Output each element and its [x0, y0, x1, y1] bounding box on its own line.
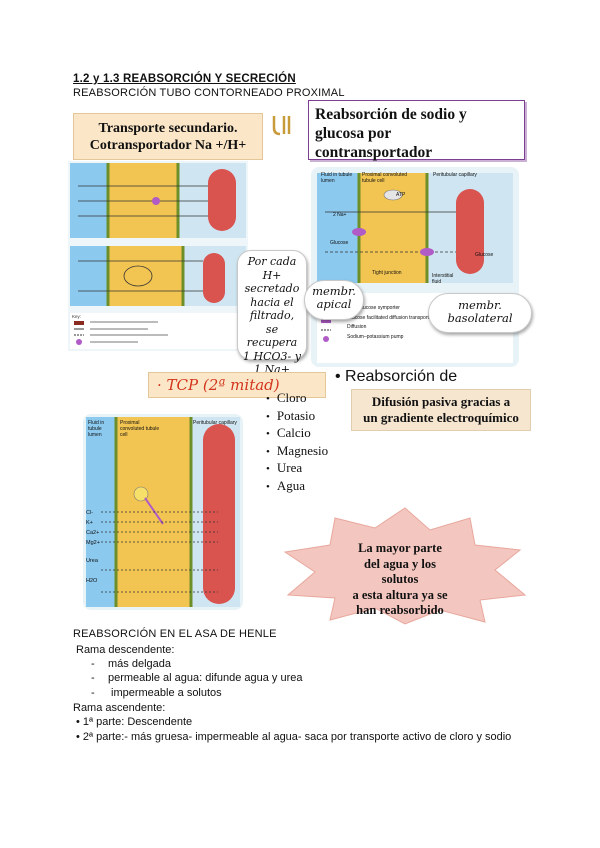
- reabsorcion-de-title: • Reabsorción de: [335, 368, 458, 385]
- reab-line1: Reabsorción de sodio y: [315, 106, 467, 123]
- list-item: impermeable a solutos: [111, 687, 222, 699]
- decorative-glyph-icon: [272, 116, 291, 136]
- tcp-proximal-label: Proximal convoluted tubule cell: [120, 420, 160, 438]
- section-heading: 1.2 y 1.3 REABSORCIÓN Y SECRECIÓN: [73, 73, 296, 85]
- legend-item: Glucose facilitated diffusion transporte…: [347, 314, 434, 321]
- note-line: filtrado,: [249, 309, 295, 322]
- star-line: a esta altura ya se: [352, 587, 448, 602]
- symporter-legend: Na+–glucose symporter Glucose facilitate…: [347, 304, 433, 342]
- peritubular-label: Peritubular capillary: [433, 172, 477, 178]
- glucose-left-label: Glucose: [330, 240, 349, 246]
- star-line: han reabsorbido: [356, 603, 444, 617]
- proximal-cell-label: Proximal convoluted tubule cell: [362, 172, 408, 184]
- transporte-line1: Transporte secundario.: [98, 121, 238, 136]
- tcp-label: · TCP (2ª mitad): [148, 372, 326, 398]
- list-item: Agua: [266, 478, 328, 496]
- note-line: Por cada: [247, 255, 297, 268]
- tcp-peritubular-label: Peritubular capillary: [193, 420, 237, 426]
- tight-junction-label: Tight junction: [372, 270, 402, 276]
- note-line: H+: [262, 268, 282, 282]
- interstitial-label: Interstitial fluid: [432, 273, 454, 285]
- note-line: apical: [316, 297, 352, 311]
- reab-line3: contransportador: [315, 144, 433, 161]
- list-item: • 1ª parte: Descendente: [76, 716, 193, 728]
- rama-ascendente-title: Rama ascendente:: [73, 702, 166, 714]
- note-line: membr.: [458, 298, 502, 312]
- transporte-line2: Cotransportador Na +/H+: [89, 138, 247, 153]
- ion-label: Cl-: [86, 510, 94, 516]
- ion-label: K+: [86, 520, 93, 526]
- difusion-pasiva-box: Difusión pasiva gracias a un gradiente e…: [351, 389, 531, 431]
- left-diagram-key-label: Key:: [72, 314, 82, 319]
- difusion-line2: un gradiente electroquímico: [363, 410, 519, 425]
- ion-list: Cloro Potasio Calcio Magnesio Urea Agua: [266, 390, 328, 495]
- tcp-fluid-label: Fluid in tubule lumen: [88, 420, 105, 438]
- antiporter-diagram: [68, 161, 248, 351]
- note-line: recupera: [246, 336, 298, 349]
- note-line: hacia el: [250, 295, 294, 309]
- list-item: Calcio: [266, 425, 328, 443]
- star-line: La mayor parte: [358, 541, 442, 555]
- ion-label: H2O: [86, 578, 98, 584]
- rama-descendente-title: Rama descendente:: [76, 644, 175, 656]
- membr-basolateral-note: membr. basolateral: [428, 293, 532, 333]
- ion-label: Ca2+: [86, 530, 100, 536]
- ion-label: Mg2+: [86, 540, 100, 546]
- henle-title: REABSORCIÓN EN EL ASA DE HENLE: [73, 628, 277, 640]
- reab-line2: glucosa por: [315, 125, 392, 142]
- dash-icon: -: [91, 687, 95, 699]
- star-line: solutos: [381, 572, 419, 586]
- reabsorcion-sodio-glucosa-box: Reabsorción de sodio y glucosa por contr…: [308, 100, 525, 161]
- membr-apical-note: membr. apical: [304, 280, 364, 320]
- transporte-secundario-box: Transporte secundario. Cotransportador N…: [73, 113, 263, 160]
- note-line: basolateral: [447, 311, 513, 325]
- list-item: permeable al agua: difunde agua y urea: [108, 672, 303, 684]
- difusion-line1: Difusión pasiva gracias a: [371, 394, 511, 409]
- legend-item: Sodium–potassium pump: [347, 333, 404, 340]
- note-line: se: [265, 322, 279, 336]
- two-na-label: 2 Na+: [333, 212, 347, 218]
- section-subheading: REABSORCIÓN TUBO CONTORNEADO PROXIMAL: [73, 87, 345, 99]
- legend-item: Diffusion: [347, 324, 367, 330]
- star-burst-shape: [283, 507, 527, 625]
- legend-item: Na+–glucose symporter: [347, 305, 400, 311]
- list-item: Urea: [266, 460, 328, 478]
- list-item: Cloro: [266, 390, 328, 408]
- tcp-ion-labels: Cl- K+ Ca2+ Mg2+ Urea H2O: [86, 508, 100, 586]
- note-line: secretado: [244, 282, 300, 295]
- note-line: membr.: [312, 284, 356, 298]
- list-item: Potasio: [266, 408, 328, 426]
- por-cada-note: Por cada H+ secretado hacia el filtrado,…: [237, 250, 307, 376]
- glucose-right-label: Glucose: [475, 252, 494, 258]
- dash-icon: -: [91, 672, 95, 684]
- atp-label: ATP: [396, 192, 406, 198]
- note-line: 1 HCO3- y: [243, 349, 301, 363]
- fluid-lumen-label: Fluid in tubule lumen: [321, 172, 353, 184]
- star-line: del agua y los: [364, 556, 436, 571]
- list-item: Magnesio: [266, 443, 328, 461]
- list-item: más delgada: [108, 658, 171, 670]
- tcp-diagram: [83, 414, 243, 610]
- ion-label: Urea: [86, 558, 98, 564]
- list-item: • 2ª parte:- más gruesa- impermeable al …: [76, 731, 512, 743]
- dash-icon: -: [91, 658, 95, 670]
- star-text: La mayor parte del agua y los solutos a …: [345, 541, 455, 619]
